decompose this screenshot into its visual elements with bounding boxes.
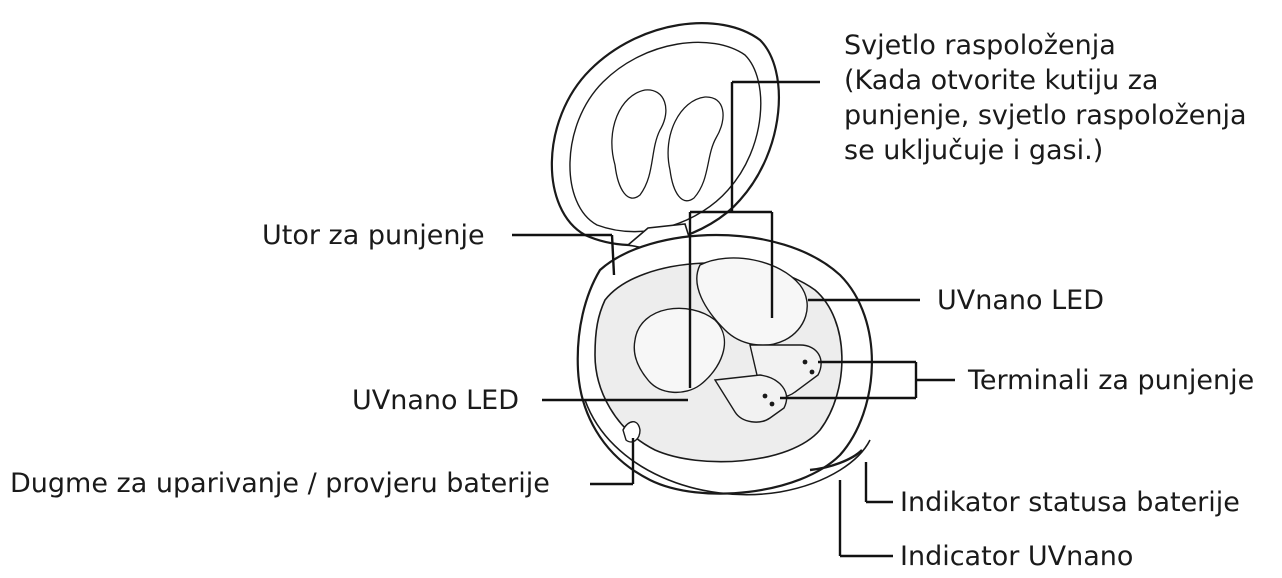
- label-mood-light-line-1: (Kada otvorite kutiju za: [844, 65, 1159, 96]
- leader-lines: [512, 80, 955, 558]
- label-uvnano-led-right: UVnano LED: [937, 285, 1104, 316]
- label-mood-light-title: Svjetlo raspoloženja: [844, 30, 1116, 61]
- label-charging-terminals: Terminali za punjenje: [968, 365, 1255, 396]
- label-pairing-button: Dugme za uparivanje / provjeru baterije: [10, 468, 550, 499]
- label-mood-light-line-3: se uključuje i gasi.): [844, 135, 1104, 166]
- label-mood-light: Svjetlo raspoloženja (Kada otvorite kuti…: [844, 28, 1247, 168]
- case-lid: [550, 22, 780, 251]
- label-uvnano-led-left: UVnano LED: [352, 385, 519, 416]
- label-charging-slot: Utor za punjenje: [262, 220, 485, 251]
- label-battery-status-indicator: Indikator statusa baterije: [900, 487, 1240, 518]
- case-base: [576, 234, 873, 496]
- label-mood-light-line-2: punjenje, svjetlo raspoloženja: [844, 100, 1247, 131]
- label-uvnano-indicator: Indicator UVnano: [900, 541, 1134, 572]
